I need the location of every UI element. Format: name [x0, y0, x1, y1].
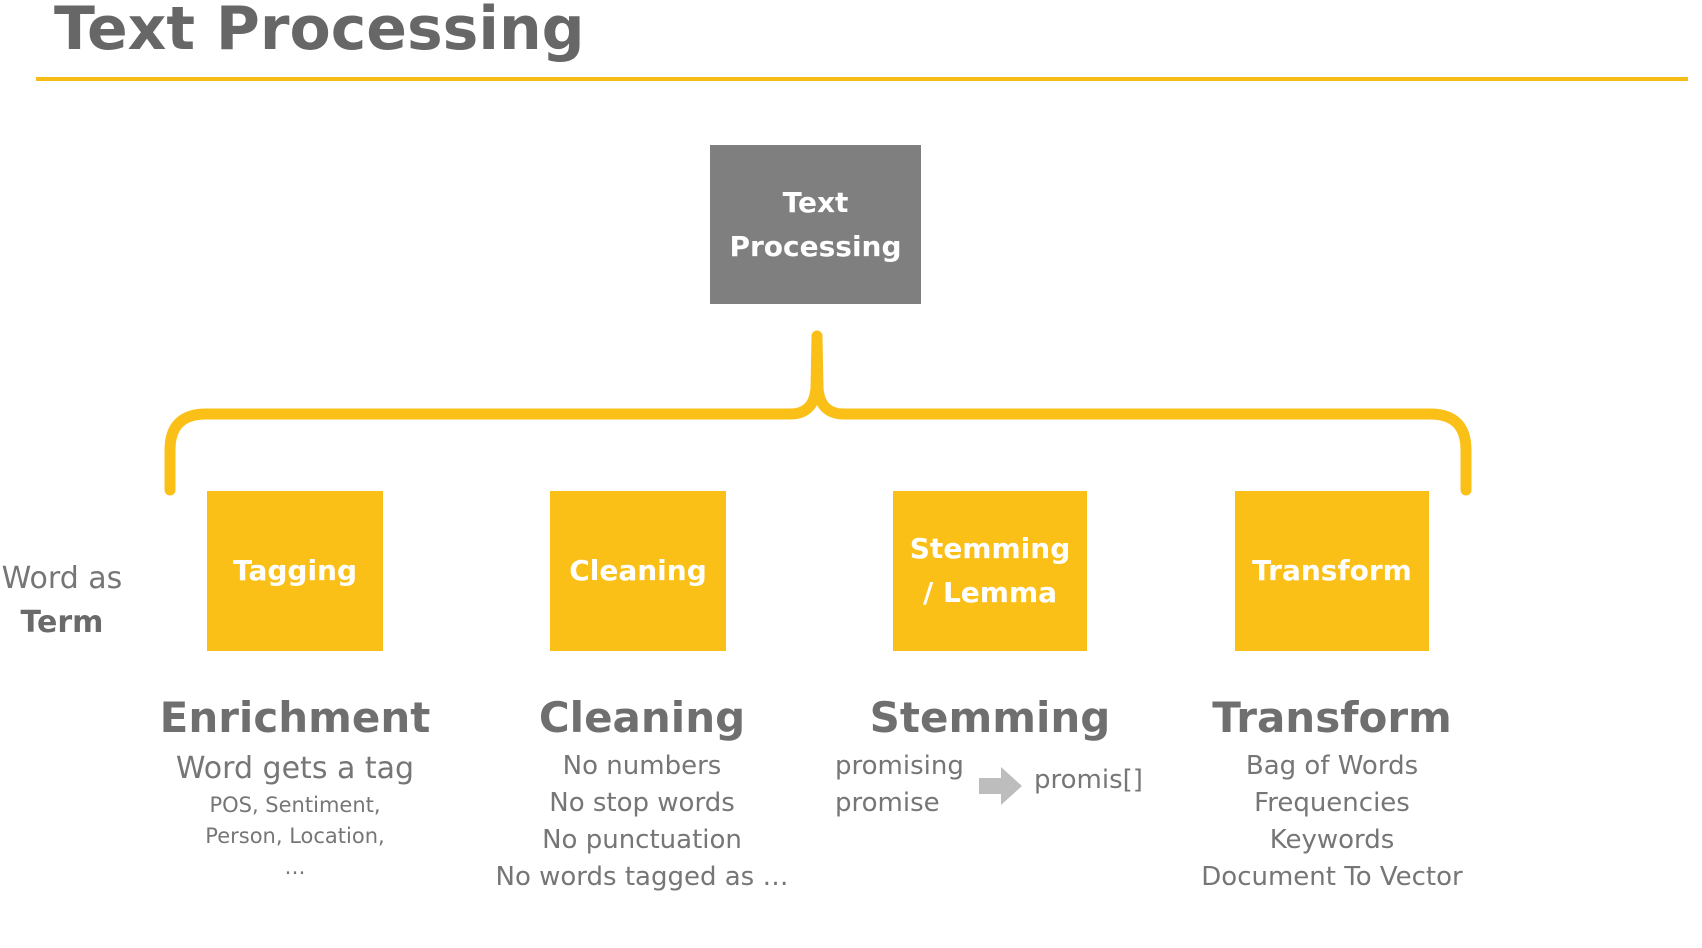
brace-path — [164, 330, 1472, 496]
node-stemming-label-line2: / Lemma — [922, 576, 1058, 609]
column-enrichment: Enrichment Word gets a tag POS, Sentimen… — [155, 688, 435, 883]
title-underline — [36, 77, 1688, 81]
enrichment-heading: Enrichment — [159, 693, 431, 742]
enrichment-detail-2: Person, Location, — [205, 824, 385, 848]
transform-item: Document To Vector — [1201, 862, 1463, 892]
stemming-heading: Stemming — [869, 693, 1111, 742]
node-stemming-lemma: Stemming / Lemma — [893, 491, 1087, 651]
column-transform: Transform Bag of Words Frequencies Keywo… — [1182, 688, 1482, 896]
column-stemming-heading-wrap: Stemming — [840, 688, 1140, 748]
node-transform-label: Transform — [1252, 554, 1412, 587]
node-cleaning-label: Cleaning — [569, 554, 707, 587]
cleaning-item: No stop words — [549, 788, 735, 818]
transform-item: Bag of Words — [1245, 751, 1419, 781]
transform-item: Frequencies — [1254, 788, 1410, 818]
root-node-label-line1: Text — [782, 185, 849, 219]
cleaning-item: No words tagged as … — [495, 862, 789, 892]
side-label-word-as-term: Word as Term — [0, 557, 124, 645]
cleaning-item: No numbers — [562, 751, 722, 781]
column-cleaning: Cleaning No numbers No stop words No pun… — [482, 688, 802, 896]
transform-heading: Transform — [1212, 693, 1452, 742]
enrichment-detail-3: … — [284, 855, 306, 879]
node-cleaning: Cleaning — [550, 491, 726, 651]
root-node-label-line2: Processing — [729, 229, 902, 263]
stemming-inputs: promising promise — [835, 748, 964, 822]
root-node-text-processing: Text Processing — [710, 145, 921, 304]
page-title: Text Processing — [54, 0, 585, 64]
arrow-right-icon — [979, 767, 1022, 805]
node-transform: Transform — [1235, 491, 1429, 651]
side-label-line1: Word as — [1, 561, 123, 596]
cleaning-item: No punctuation — [542, 825, 742, 855]
node-tagging-label: Tagging — [232, 554, 358, 587]
cleaning-heading: Cleaning — [538, 693, 746, 742]
enrichment-subtitle: Word gets a tag — [175, 751, 415, 786]
stemming-input: promising — [835, 751, 964, 781]
node-tagging: Tagging — [207, 491, 383, 651]
node-stemming-label-line1: Stemming — [909, 532, 1071, 565]
side-label-line2: Term — [20, 605, 104, 640]
enrichment-detail-1: POS, Sentiment, — [209, 793, 381, 817]
stemming-output: promis[] — [1034, 765, 1143, 795]
stemming-input: promise — [835, 788, 940, 818]
transform-item: Keywords — [1269, 825, 1395, 855]
